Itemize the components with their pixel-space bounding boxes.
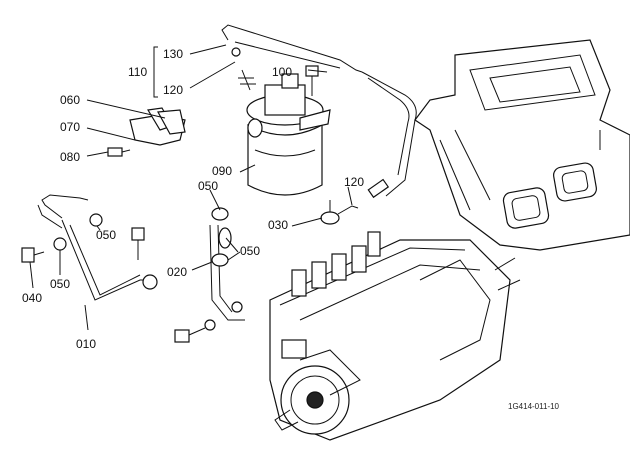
part-label-110: 110	[128, 65, 148, 79]
figure-code: 1G414-011-10	[508, 402, 559, 411]
pipe-010	[21, 194, 158, 301]
part-label-050c: 050	[240, 244, 261, 258]
part-label-080: 080	[60, 150, 81, 164]
part-label-060: 060	[60, 93, 81, 107]
part-label-100: 100	[272, 65, 293, 79]
part-label-050d: 050	[50, 277, 71, 291]
return-pipe	[221, 24, 417, 199]
injection-pump	[269, 231, 521, 441]
fuel-filter	[246, 73, 331, 196]
intake-manifold	[414, 39, 630, 251]
part-label-120b: 120	[344, 175, 365, 189]
leader-lines	[29, 44, 353, 331]
banjo-030	[320, 200, 359, 225]
delivery-valves	[291, 231, 381, 297]
part-label-130: 130	[163, 47, 184, 61]
part-label-090: 090	[212, 164, 233, 178]
part-label-050b: 050	[96, 228, 117, 242]
part-label-050a: 050	[198, 179, 219, 193]
part-label-040: 040	[22, 291, 43, 305]
part-label-030: 030	[268, 218, 289, 232]
pipe-020	[174, 207, 245, 343]
part-label-010: 010	[76, 337, 97, 351]
part-label-070: 070	[60, 120, 81, 134]
part-label-020: 020	[167, 265, 188, 279]
bracket	[107, 107, 186, 157]
part-label-120a: 120	[163, 83, 184, 97]
